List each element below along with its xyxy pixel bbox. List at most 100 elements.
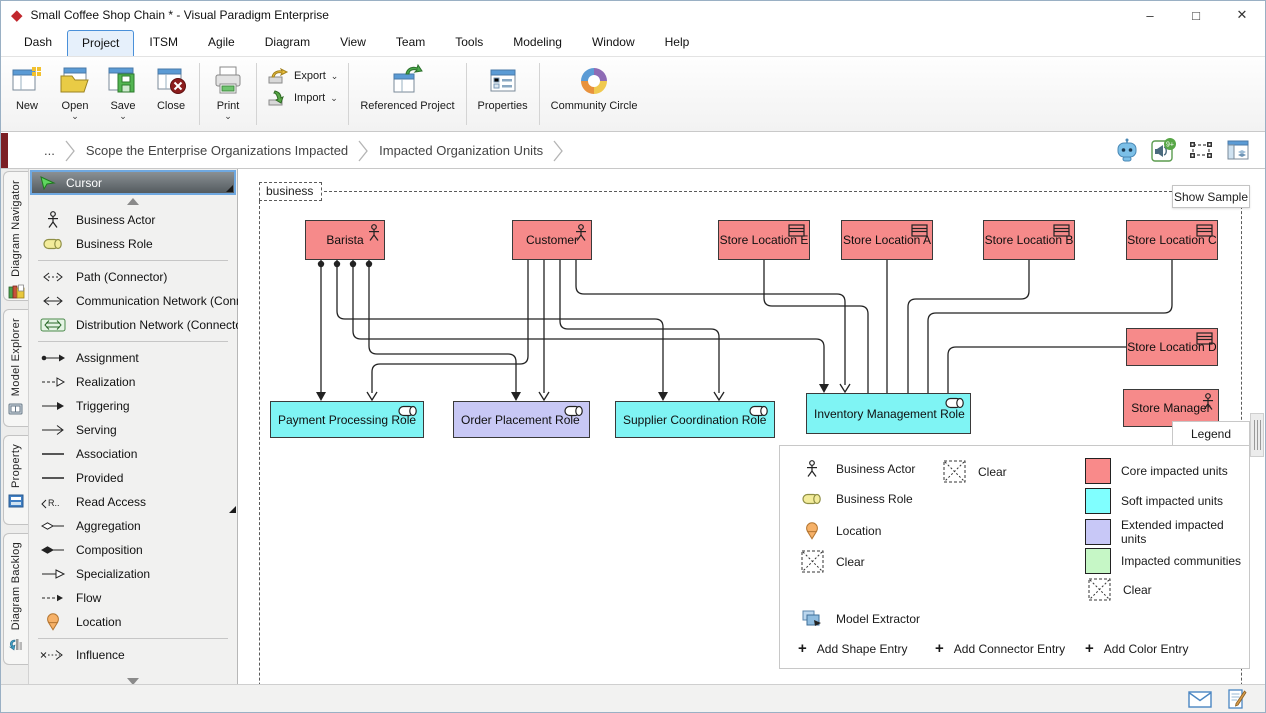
add-color-entry-button[interactable]: + Add Color Entry: [1085, 640, 1189, 657]
communication-network-icon: [39, 295, 67, 307]
menu-item-dash[interactable]: Dash: [24, 35, 53, 49]
new-button[interactable]: New: [3, 60, 51, 128]
node-barista[interactable]: Barista: [305, 220, 385, 260]
node-supplier-coordination-role[interactable]: Supplier Coordination Role: [615, 401, 775, 438]
save-button[interactable]: Save ⌄: [99, 60, 147, 128]
palette-separator: [38, 260, 228, 261]
side-tab-property[interactable]: Property: [3, 435, 28, 525]
menu-item-agile[interactable]: Agile: [208, 35, 235, 49]
menu-item-project[interactable]: Project: [67, 30, 135, 56]
location-icon: [39, 613, 67, 631]
breadcrumb-ellipsis[interactable]: ...: [44, 143, 55, 158]
realization-icon: [39, 376, 67, 388]
breadcrumb: ... Scope the Enterprise Organizations I…: [36, 139, 564, 163]
palette-item-composition[interactable]: Composition: [29, 538, 237, 562]
node-order-placement-role[interactable]: Order Placement Role: [453, 401, 590, 438]
maximize-button[interactable]: □: [1192, 7, 1200, 23]
open-project-icon: [60, 67, 89, 93]
import-icon: [268, 90, 284, 106]
messages-icon[interactable]: [1188, 691, 1212, 708]
diagram-canvas[interactable]: business: [238, 169, 1265, 684]
menu-item-help[interactable]: Help: [664, 35, 690, 49]
business-role-icon: [798, 493, 826, 505]
palette-item-realization[interactable]: Realization: [29, 370, 237, 394]
node-inventory-management-role[interactable]: Inventory Management Role: [806, 393, 971, 434]
close-button[interactable]: Close: [147, 60, 195, 128]
assistant-robot-icon[interactable]: [1114, 137, 1140, 163]
announcements-icon[interactable]: 9+: [1151, 137, 1177, 163]
open-button[interactable]: Open ⌄: [51, 60, 99, 128]
palette-item-communication-network[interactable]: Communication Network (Connector): [29, 289, 273, 313]
minimize-button[interactable]: –: [1146, 7, 1154, 23]
role-icon: [749, 405, 770, 417]
palette-item-provided[interactable]: Provided: [29, 466, 237, 490]
palette-item-business-role[interactable]: Business Role: [29, 232, 237, 256]
node-store-location-d[interactable]: Store Location D: [1126, 328, 1218, 366]
node-store-location-a[interactable]: Store Location A: [841, 220, 933, 260]
org-unit-icon: [1053, 224, 1070, 237]
palette-item-specialization[interactable]: Specialization: [29, 562, 237, 586]
palette-item-aggregation[interactable]: Aggregation: [29, 514, 237, 538]
palette-scroll-down[interactable]: [29, 673, 237, 688]
community-circle-button[interactable]: Community Circle: [544, 60, 645, 128]
node-store-location-b[interactable]: Store Location B: [983, 220, 1075, 260]
node-store-location-e[interactable]: Store Location E: [718, 220, 810, 260]
menu-item-diagram[interactable]: Diagram: [264, 35, 311, 49]
side-tab-diagram-navigator[interactable]: Diagram Navigator: [3, 171, 28, 301]
palette-item-path-connector[interactable]: Path (Connector): [29, 265, 237, 289]
palette-item-business-actor[interactable]: Business Actor: [29, 208, 237, 232]
selection-frame-icon[interactable]: [1188, 137, 1214, 163]
palette-separator: [38, 341, 228, 342]
print-button[interactable]: Print ⌄: [204, 60, 252, 128]
palette-item-assignment[interactable]: Assignment: [29, 346, 237, 370]
corner-handle: [229, 506, 236, 513]
node-payment-processing-role[interactable]: Payment Processing Role: [270, 401, 424, 438]
chevron-right-icon: [358, 140, 368, 161]
legend-entry-business-role: Business Role: [798, 492, 913, 506]
close-window-button[interactable]: ✕: [1236, 7, 1248, 22]
palette-item-serving[interactable]: Serving: [29, 418, 237, 442]
properties-button[interactable]: Properties: [471, 60, 535, 128]
export-button[interactable]: Export ⌄: [267, 68, 338, 84]
provided-icon: [39, 472, 67, 484]
palette-item-influence[interactable]: Influence: [29, 643, 237, 667]
notes-icon[interactable]: [1228, 689, 1247, 710]
node-customer[interactable]: Customer: [512, 220, 592, 260]
cursor-tool[interactable]: Cursor: [30, 170, 236, 195]
plus-icon: +: [798, 640, 807, 657]
business-boundary-label[interactable]: business: [259, 182, 323, 201]
add-connector-entry-button[interactable]: + Add Connector Entry: [935, 640, 1066, 657]
palette-item-association[interactable]: Association: [29, 442, 237, 466]
layout-window-icon[interactable]: [1225, 137, 1251, 163]
panel-scroll-grip[interactable]: [1250, 413, 1264, 457]
menu-item-modeling[interactable]: Modeling: [513, 35, 562, 49]
menu-item-tools[interactable]: Tools: [455, 35, 484, 49]
toolbar-separator: [256, 63, 257, 125]
palette-item-location[interactable]: Location: [29, 610, 237, 634]
node-store-manager[interactable]: Store Manager: [1123, 389, 1219, 427]
side-tab-model-explorer[interactable]: Model Explorer: [3, 309, 28, 427]
legend-tab[interactable]: Legend: [1172, 421, 1250, 446]
chevron-down-icon: ⌄: [330, 71, 339, 81]
palette-scroll-up[interactable]: [29, 193, 237, 208]
legend-entry-impacted-communities: Impacted communities: [1085, 548, 1241, 574]
palette-item-distribution-network[interactable]: Distribution Network (Connector): [29, 313, 250, 337]
palette-item-flow[interactable]: Flow: [29, 586, 237, 610]
breadcrumb-item[interactable]: Impacted Organization Units: [379, 143, 544, 158]
palette-item-triggering[interactable]: Triggering: [29, 394, 237, 418]
import-button[interactable]: Import ⌄: [267, 90, 338, 106]
menu-item-window[interactable]: Window: [591, 35, 635, 49]
palette-item-read-access[interactable]: R.. Read Access: [29, 490, 237, 514]
toolbar-separator: [199, 63, 200, 125]
menu-item-view[interactable]: View: [340, 35, 366, 49]
menu-item-itsm[interactable]: ITSM: [149, 35, 179, 49]
show-sample-button[interactable]: Show Sample: [1172, 185, 1250, 208]
add-shape-entry-button[interactable]: + Add Shape Entry: [798, 640, 908, 657]
referenced-project-button[interactable]: Referenced Project: [353, 60, 461, 128]
menu-item-team[interactable]: Team: [395, 35, 426, 49]
business-role-icon: [39, 238, 67, 250]
node-store-location-c[interactable]: Store Location C: [1126, 220, 1218, 260]
legend-model-extractor[interactable]: Model Extractor: [798, 610, 920, 627]
side-tab-diagram-backlog[interactable]: Diagram Backlog: [3, 533, 28, 665]
breadcrumb-item[interactable]: Scope the Enterprise Organizations Impac…: [85, 143, 349, 158]
